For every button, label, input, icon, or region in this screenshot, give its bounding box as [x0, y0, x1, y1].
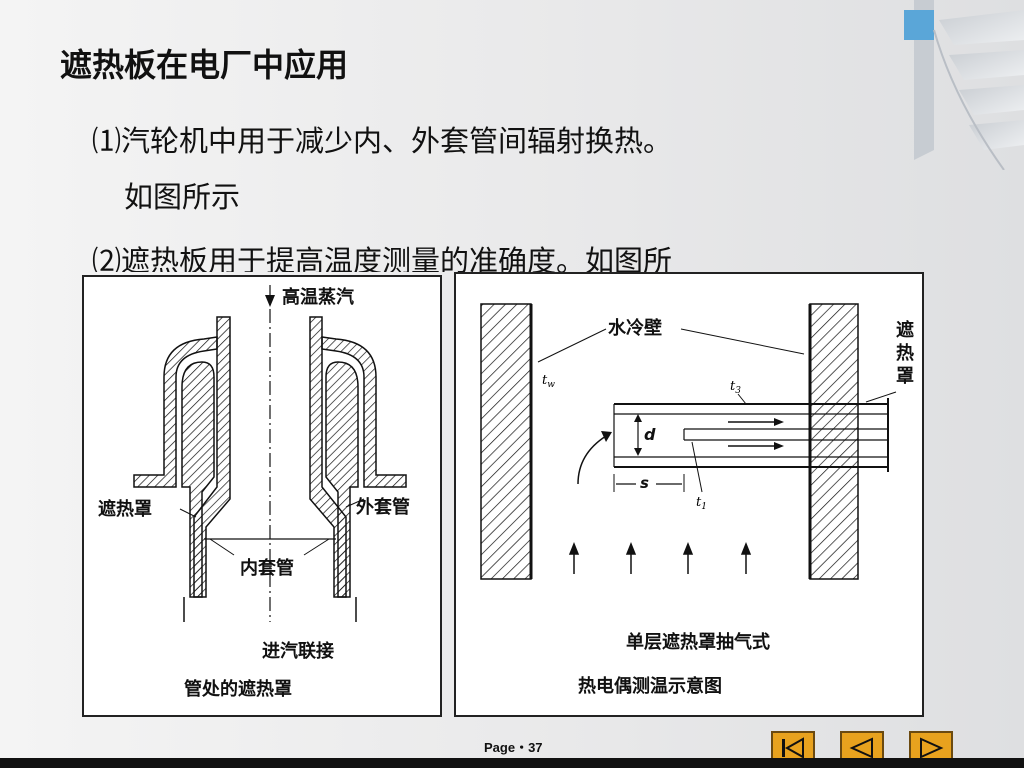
label-shield-char-1: 遮: [896, 319, 914, 341]
figure2-caption-line1: 单层遮热罩抽气式: [626, 631, 770, 653]
label-water-cooled-wall: 水冷壁: [608, 317, 662, 339]
bullet-1: ⑴汽轮机中用于减少内、外套管间辐射换热。: [92, 118, 672, 160]
label-s: s: [640, 474, 649, 492]
bullet-2: ⑵遮热板用于提高温度测量的准确度。如图所: [92, 238, 672, 272]
next-triangle-icon: [920, 737, 944, 759]
bullet-1-text: 汽轮机中用于减少内、外套管间辐射换热。: [121, 124, 673, 158]
figure2-caption-line2: 热电偶测温示意图: [578, 675, 722, 697]
figure1-caption: 管处的遮热罩: [184, 678, 292, 700]
bullet-2-number: ⑵: [92, 244, 122, 272]
figure-steam-inlet-shield: 高温蒸汽 遮热罩 外套管 内套管 进汽联接 管处的遮热罩: [82, 275, 442, 717]
label-tw: tw: [542, 373, 555, 390]
label-t3: t3: [730, 379, 741, 396]
previous-triangle-icon: [849, 737, 873, 759]
page-number: Page・37: [484, 740, 543, 755]
label-d: d: [644, 425, 656, 444]
label-inner-tube: 内套管: [240, 557, 294, 579]
label-outer-casing: 外套管: [356, 496, 410, 518]
label-shield: 遮热罩: [98, 498, 152, 520]
label-shield-char-3: 罩: [896, 366, 914, 387]
bullet-1-continuation: 如图所示: [124, 180, 241, 214]
figure-thermocouple-shield: d s 水冷壁 遮 热 罩 tw t3 t1 单层遮热罩抽气式 热电偶测温示意图: [454, 272, 924, 717]
label-steam-inlet-joint: 进汽联接: [262, 640, 334, 662]
bullet-1-number: ⑴: [92, 124, 122, 158]
label-high-temp-steam: 高温蒸汽: [282, 286, 354, 308]
slide-title: 遮热板在电厂中应用: [60, 46, 349, 84]
label-t1: t1: [696, 495, 707, 512]
footer-rule: [0, 758, 1024, 768]
bullet-2-text: 遮热板用于提高温度测量的准确度。如图所: [121, 244, 673, 272]
label-shield-char-2: 热: [896, 342, 914, 364]
skip-to-first-icon: [782, 737, 804, 759]
staircase-decoration: [904, 0, 1024, 170]
